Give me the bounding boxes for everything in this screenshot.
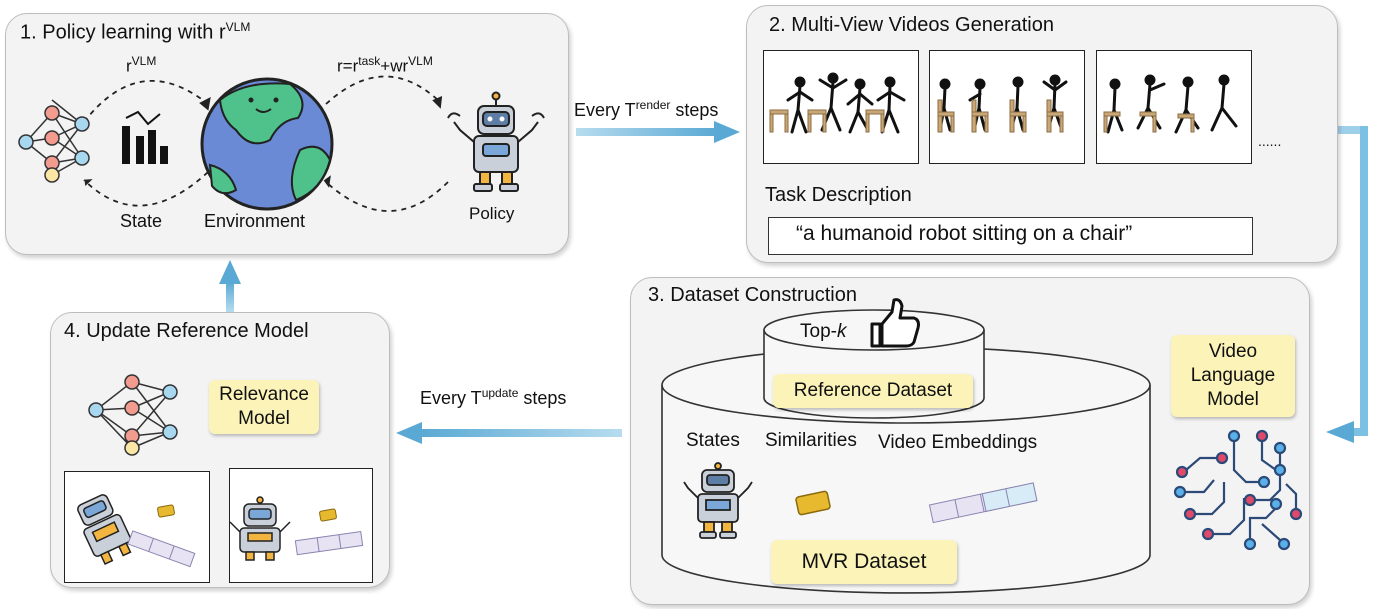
update-b: steps [518,388,567,408]
reward-label-sup: VLM [131,54,157,68]
mvr-dataset-box: MVR Dataset [771,540,957,584]
update-steps-label: Every Tupdate steps [420,386,566,409]
update-sup: update [481,386,519,400]
robot-state-icon [683,462,753,539]
similarity-chip-1 [157,504,175,518]
topk-label: Top-k [800,321,846,343]
reward-label-text: r [126,56,132,76]
task-description-label: Task Description [765,184,912,206]
render-arrow [576,121,740,143]
task-description-box [768,217,1253,255]
neural-network-icon [18,99,90,183]
combined-a: r=r [337,56,359,76]
video-embeddings-label: Video Embeddings [878,432,1038,453]
robot-sample-1-icon [77,494,132,565]
policy-label: Policy [469,204,515,223]
combined-sup2: VLM [408,54,433,68]
video-frame-2 [929,50,1085,164]
similarity-chip-2 [319,508,337,522]
topk-a: Top- [800,321,837,342]
render-b: steps [670,100,719,120]
reward-label: rVLM [126,54,156,77]
video-language-model-box: Video Language Model [1171,335,1295,417]
video-frame-3 [1096,50,1252,164]
update-arrow [396,422,622,444]
policy-learning-title: 1. Policy learning with rVLM [20,20,250,45]
up-arrow [219,260,241,312]
decline-chart-icon [122,110,168,164]
reference-network-icon [88,374,178,456]
circuit-brain-icon [1184,440,1298,541]
mvr-dataset-label: MVR Dataset [801,549,927,573]
relevance-model-box: Relevance Model [209,380,319,434]
combined-sup1: task [358,54,381,68]
multiview-title: 2. Multi-View Videos Generation [769,14,1054,36]
chairs-3 [1103,111,1195,133]
more-frames-ellipsis: ...... [1258,133,1282,149]
combined-b: +wr [380,56,409,76]
chairs-2 [937,99,1064,133]
similarities-label: Similarities [765,430,857,451]
chairs-1 [769,109,885,133]
relevance-model-label: Relevance Model [219,384,309,429]
reference-dataset-box: Reference Dataset [773,374,973,408]
states-label: States [686,430,740,451]
task-description-text: “a humanoid robot sitting on a chair” [796,222,1133,245]
dataset-construction-title: 3. Dataset Construction [648,284,857,306]
thumbs-up-icon [870,298,920,348]
render-steps-label: Every Trender steps [574,98,718,121]
embedding-bar-1 [127,530,196,568]
policy-title-text: 1. Policy learning with r [20,21,226,44]
earth-icon [200,77,334,211]
topk-b: k [836,321,847,342]
embedding-bar-2 [294,531,364,556]
vlm-connector [1326,126,1368,443]
circuit-nodes [1173,429,1303,551]
vlm-label: Video Language Model [1190,341,1276,410]
state-label: State [120,211,163,231]
combined-reward-label: r=rtask+wrVLM [337,54,433,77]
update-reference-title: 4. Update Reference Model [64,320,309,342]
update-a: Every T [420,388,482,408]
policy-title-sup: VLM [225,20,251,34]
dashed-loops [83,75,449,212]
render-a: Every T [574,100,636,120]
robot-policy-icon [447,91,545,192]
render-sup: render [635,98,671,112]
video-embedding-bar-icon [928,482,1038,524]
video-frame-1 [763,50,919,164]
robot-sample-2-icon [229,496,291,561]
reference-dataset-label: Reference Dataset [793,380,953,402]
similarity-chip-icon [795,490,831,516]
environment-label: Environment [204,211,306,231]
